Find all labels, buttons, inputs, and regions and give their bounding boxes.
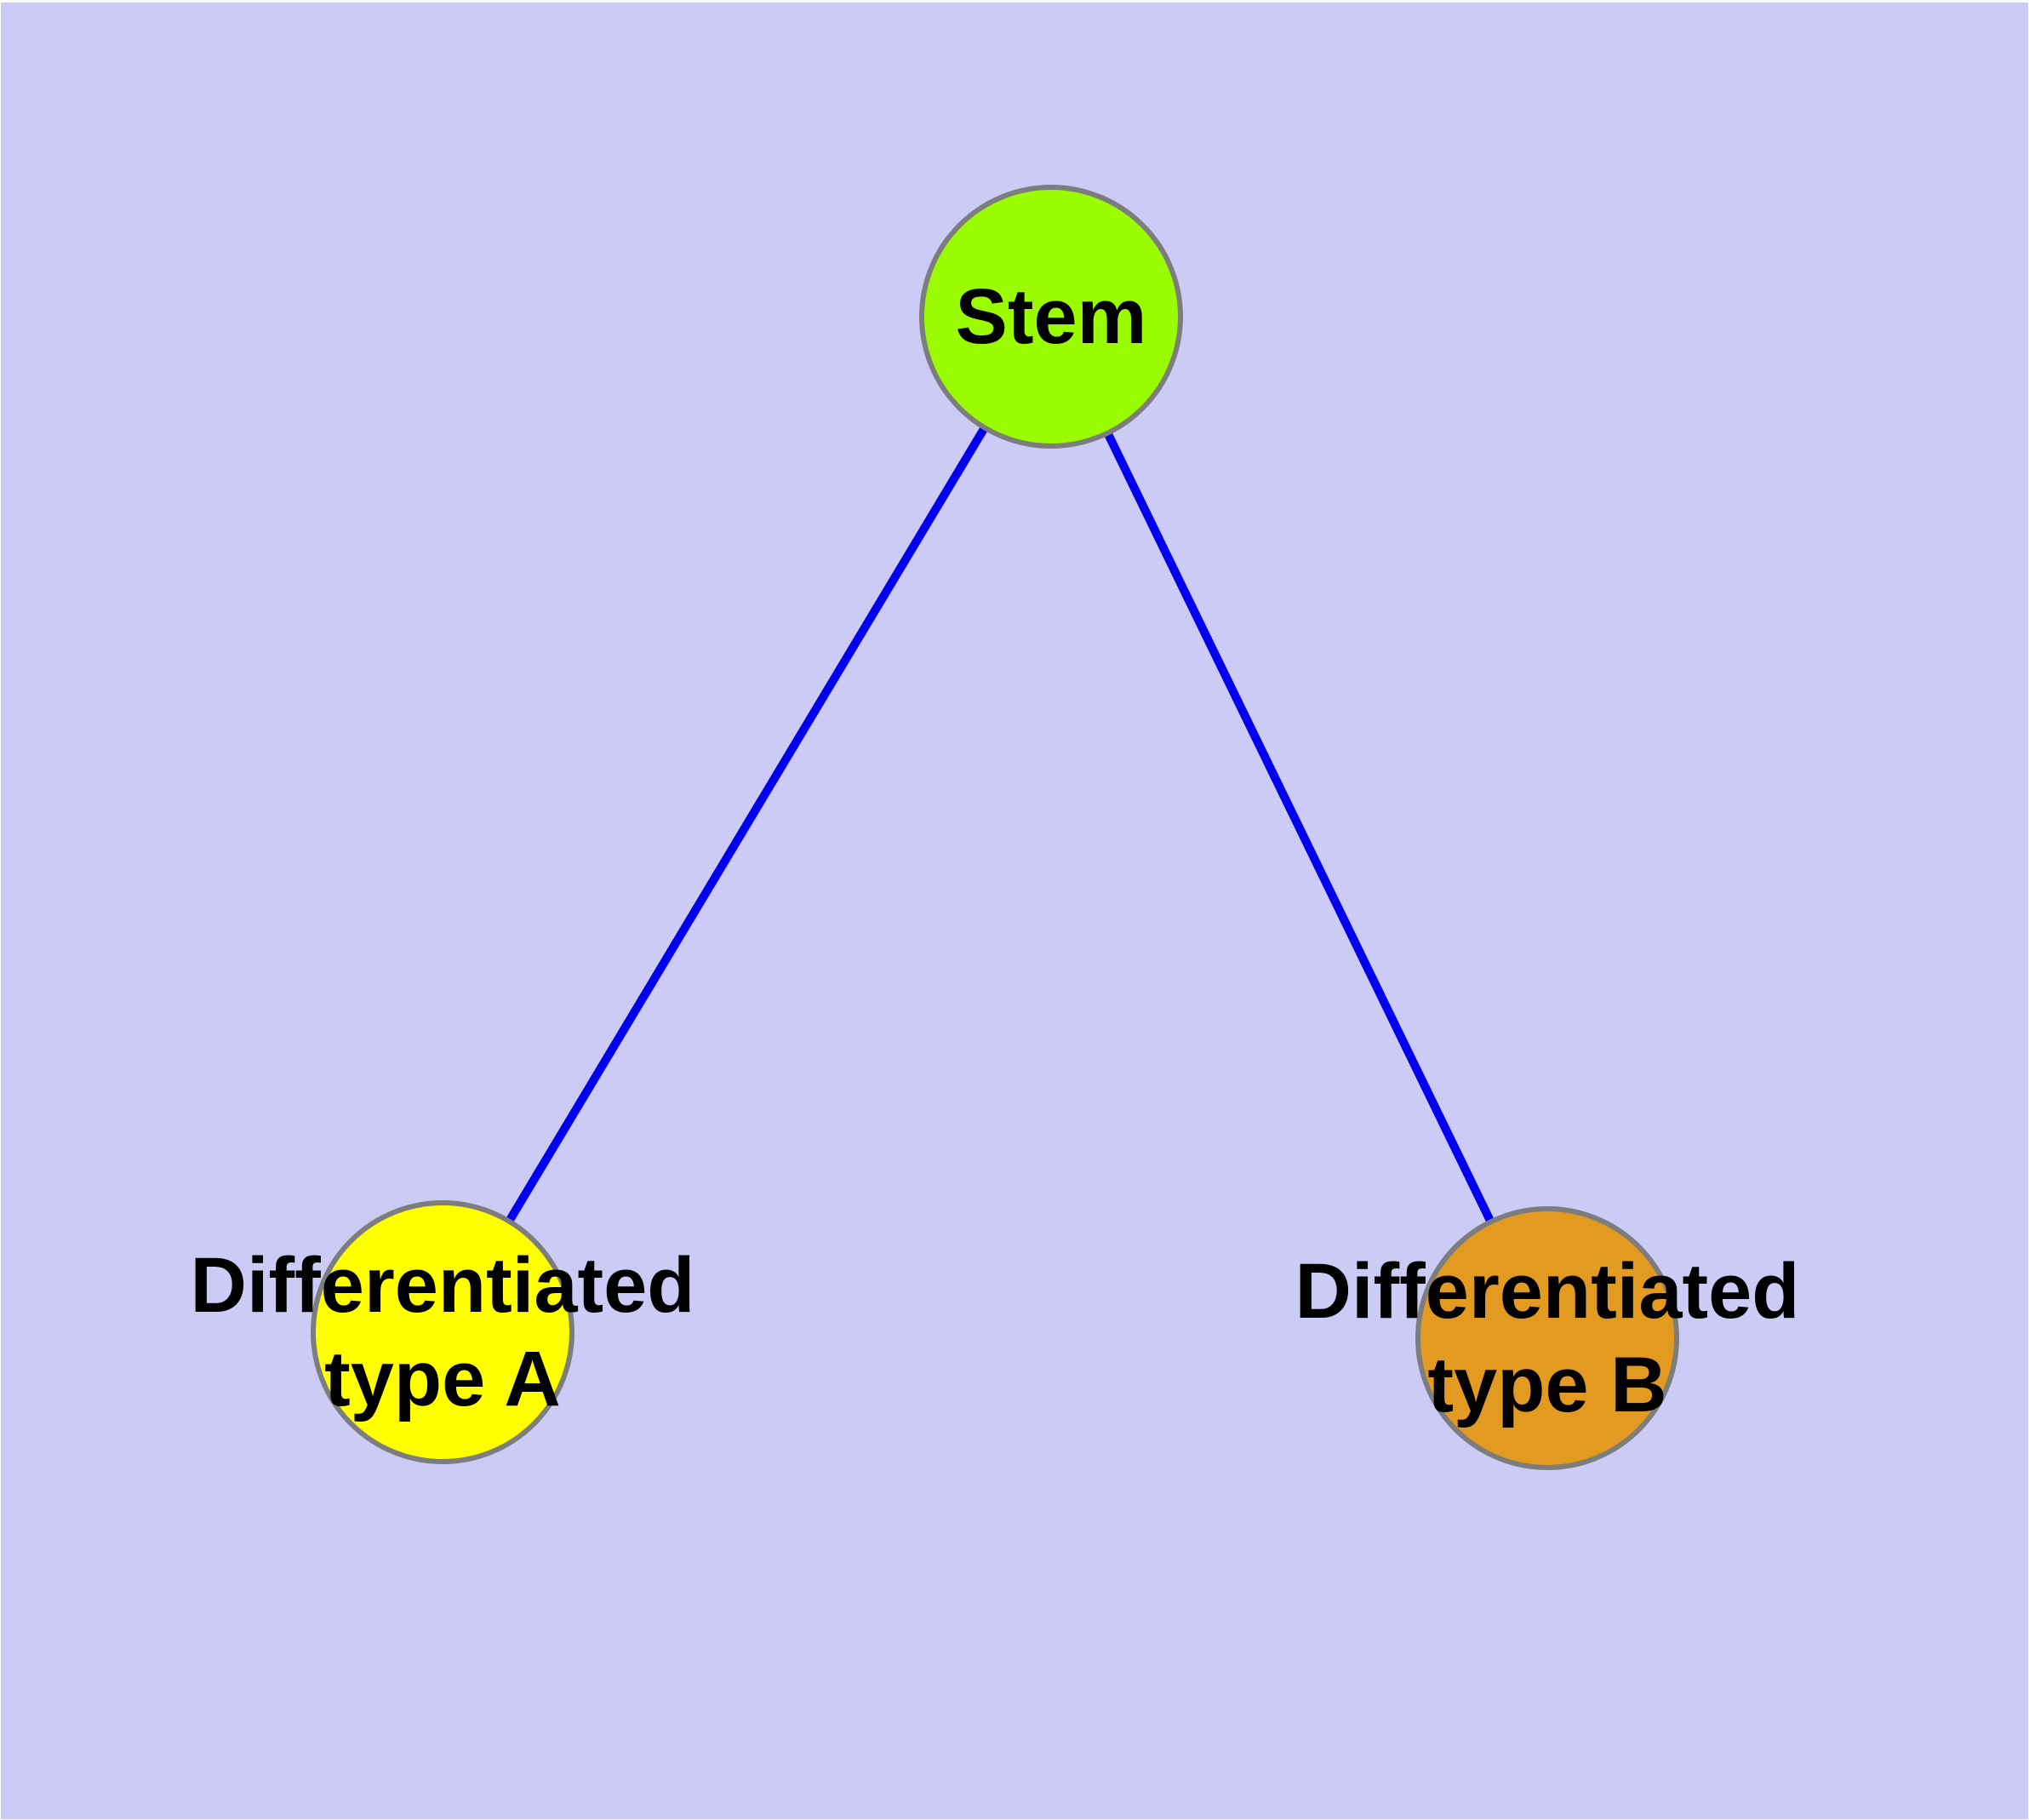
edge-stem-to-type-b (1047, 314, 1552, 1341)
node-stem (919, 185, 1183, 449)
node-differentiated-type-b (1415, 1206, 1679, 1470)
node-differentiated-type-a (311, 1200, 574, 1464)
edge-stem-to-type-a (438, 314, 1055, 1335)
